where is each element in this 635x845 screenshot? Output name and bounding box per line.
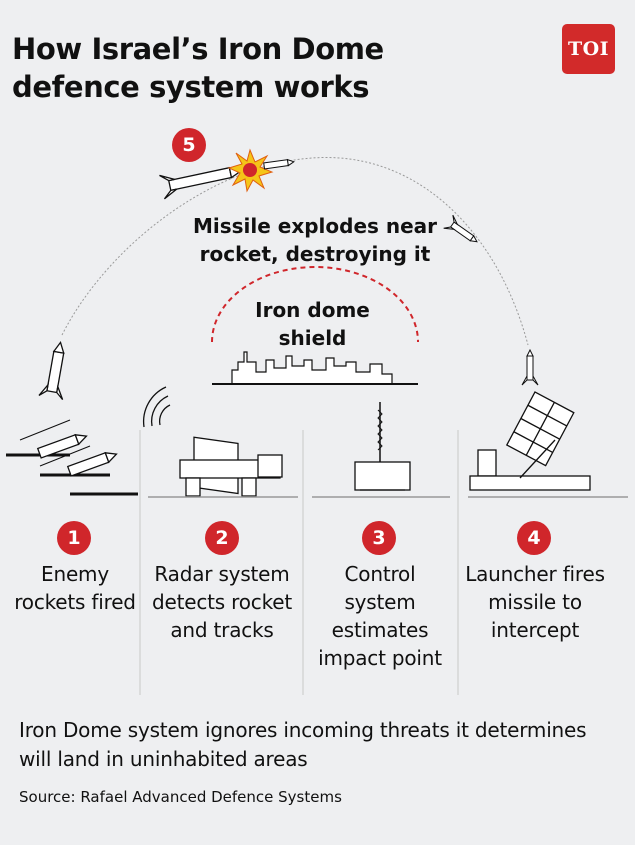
source-credit: Source: Rafael Advanced Defence Systems <box>19 788 342 806</box>
interceptor-missile-icon <box>159 166 244 200</box>
step-2-badge: 2 <box>205 521 239 555</box>
control-unit-icon <box>312 402 450 498</box>
city-skyline-icon <box>231 351 393 385</box>
shield-label: Iron dome shield <box>255 298 370 350</box>
step-4-badge: 4 <box>517 521 551 555</box>
trajectory-arc <box>61 157 529 346</box>
step-4-label: Launcher fires missile to intercept <box>465 562 605 642</box>
rising-interceptor-icon <box>521 348 539 386</box>
missile-launcher-icon <box>468 391 628 498</box>
footnote: Iron Dome system ignores incoming threat… <box>19 718 587 771</box>
rising-rocket-icon <box>38 340 65 401</box>
radar-icon <box>142 386 298 498</box>
step-1-badge: 1 <box>57 521 91 555</box>
toi-logo: TOI <box>562 24 615 74</box>
step-1-label: Enemy rockets fired <box>14 562 136 614</box>
rocket-launch-icon <box>6 419 138 496</box>
enemy-rocket-icon <box>263 158 295 170</box>
step-3-badge: 3 <box>362 521 396 555</box>
intercept-label: Missile explodes near rocket, destroying… <box>192 214 438 266</box>
incoming-rocket-icon <box>443 214 478 243</box>
infographic-title: How Israel’s Iron Dome defence system wo… <box>12 32 384 104</box>
step-2-label: Radar system detects rocket and tracks <box>152 562 292 642</box>
step-3-label: Control system estimates impact point <box>318 562 442 670</box>
dome-shield-arc <box>211 266 419 343</box>
step-5-badge: 5 <box>172 128 206 162</box>
explosion-icon <box>227 148 274 193</box>
